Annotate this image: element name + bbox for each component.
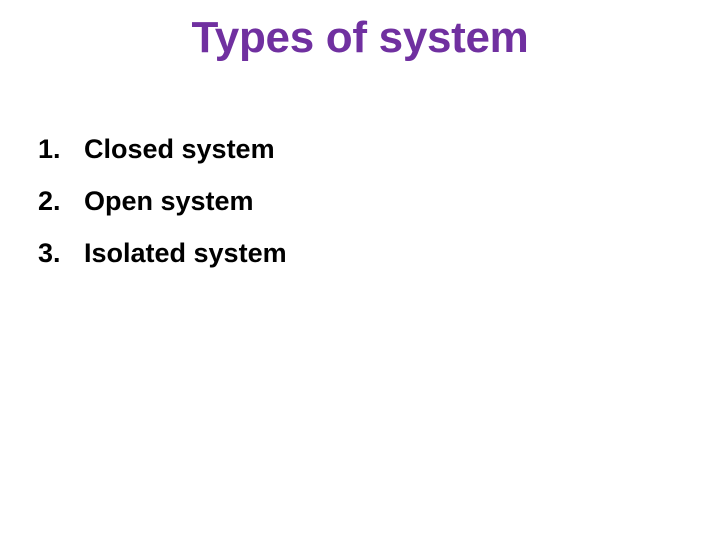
list-item-label: Isolated system [84, 238, 287, 268]
numbered-list: 1. Closed system 2. Open system 3. Isola… [38, 132, 658, 288]
list-item-marker: 3. [38, 238, 61, 268]
page-title: Types of system [191, 13, 529, 62]
list-item: 2. Open system [38, 184, 658, 236]
list-item-label: Closed system [84, 134, 275, 164]
list-item: 3. Isolated system [38, 236, 658, 288]
list-item-marker: 1. [38, 134, 61, 164]
list-item-marker: 2. [38, 186, 61, 216]
list-item-label: Open system [84, 186, 254, 216]
list-item: 1. Closed system [38, 132, 658, 184]
